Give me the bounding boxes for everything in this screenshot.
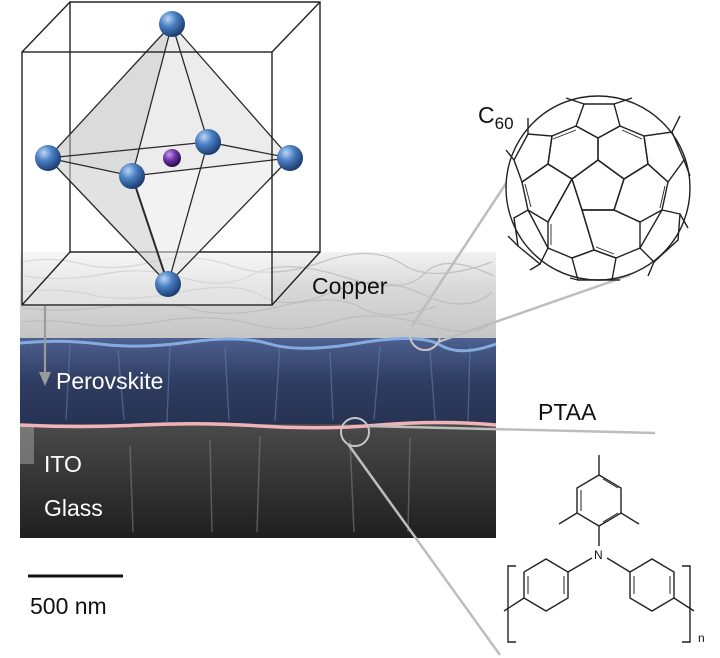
- copper-texture: [21, 252, 495, 332]
- atom-back: [195, 129, 221, 155]
- atom-top: [159, 11, 185, 37]
- atom-center: [163, 149, 181, 167]
- substrate-edge-glow: [20, 424, 34, 464]
- perovskite-layer: [20, 338, 496, 424]
- perovskite-label: Perovskite: [56, 368, 163, 394]
- ptaa-callout-lines: [346, 424, 656, 656]
- down-arrow-head-icon: [39, 372, 51, 386]
- c60-label: C60: [478, 102, 514, 133]
- c60-label-main: C: [478, 102, 495, 128]
- ptaa-molecule-icon: N: [503, 455, 695, 643]
- scale-bar-label: 500 nm: [30, 593, 107, 619]
- ito-label: ITO: [44, 451, 82, 477]
- glass-label: Glass: [44, 495, 103, 521]
- ptaa-label: PTAA: [538, 399, 597, 425]
- atom-bottom: [155, 271, 181, 297]
- nitrogen-label: N: [594, 548, 603, 562]
- octahedron-unit-cell-icon: [21, 1, 321, 306]
- c60-callout-circle: [409, 319, 441, 351]
- perovskite-grains: [65, 343, 471, 423]
- atom-right: [277, 145, 303, 171]
- sem-cross-section: Perovskite ITO Glass: [19, 252, 497, 538]
- ptaa-interface-line: [19, 420, 497, 430]
- ptaa-callout-circle: [340, 417, 370, 447]
- copper-label: Copper: [312, 273, 388, 299]
- polymer-subscript-n: n: [698, 631, 705, 645]
- c60-fullerene-icon: [505, 95, 691, 281]
- atom-left: [35, 145, 61, 171]
- atom-front: [119, 163, 145, 189]
- glass-cleave-marks: [129, 435, 411, 533]
- c60-label-subscript: 60: [495, 114, 514, 133]
